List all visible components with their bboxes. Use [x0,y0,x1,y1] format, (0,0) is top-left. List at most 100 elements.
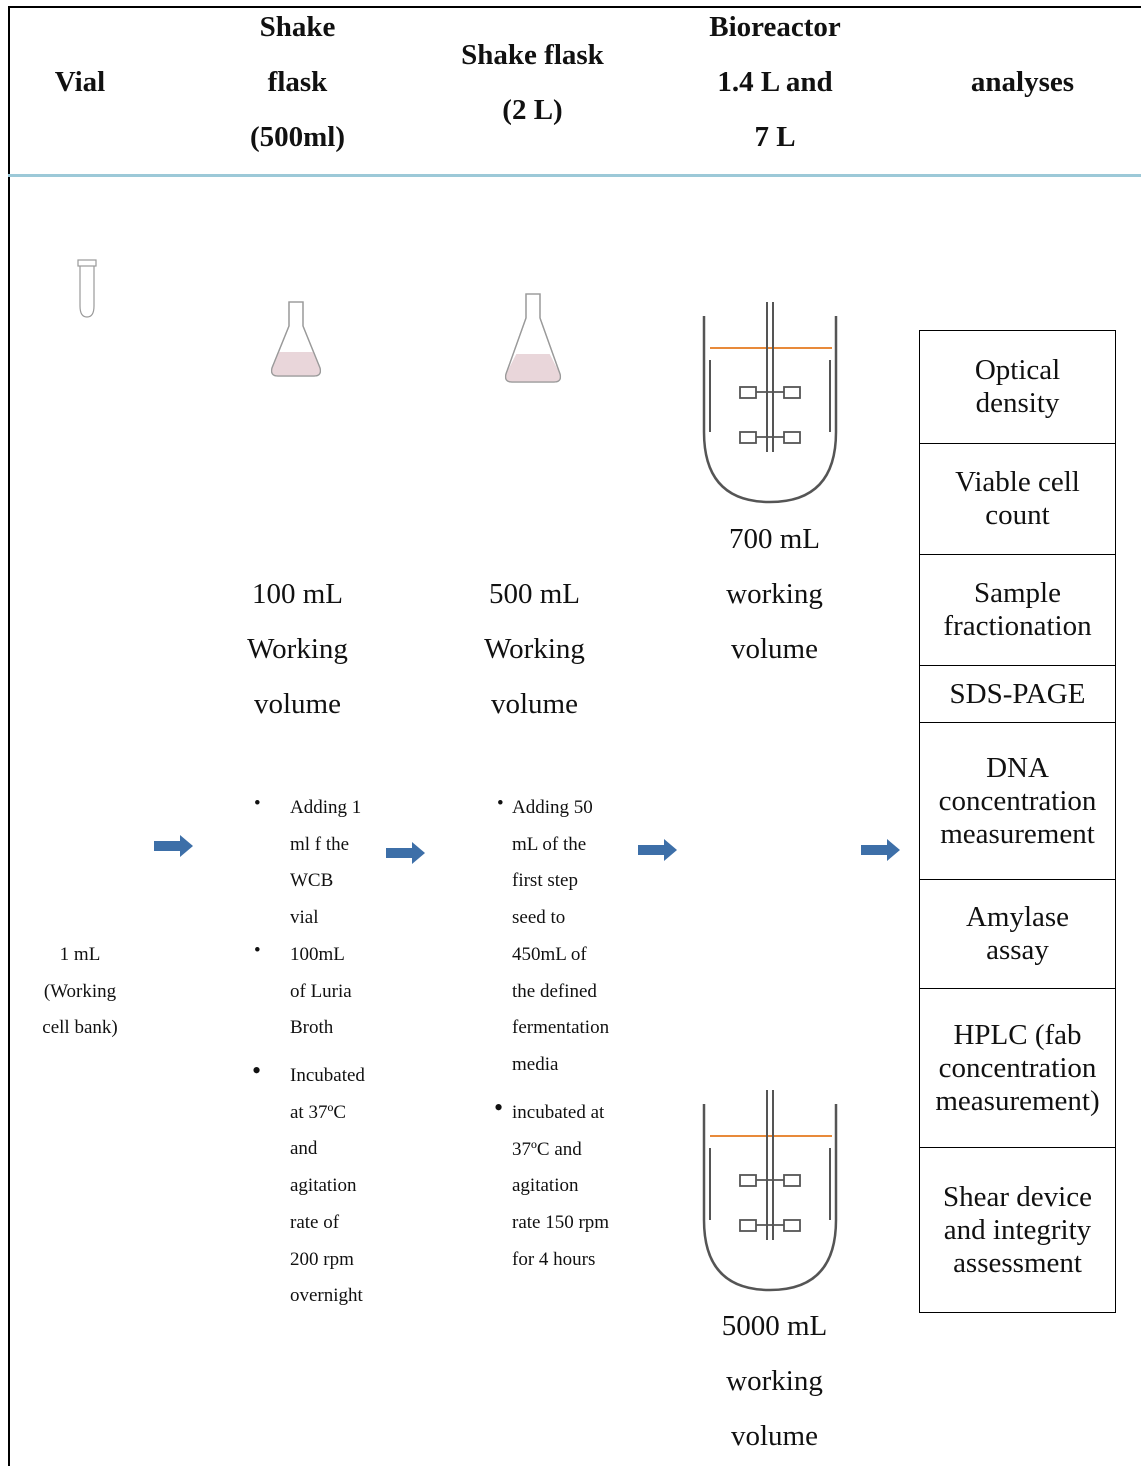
step-line: of Luria [290,980,352,1002]
frame-top-border [8,6,1141,8]
step-line: and [290,1138,318,1160]
volume-line: working [726,578,823,610]
volume-line: volume [254,688,341,720]
flask-icon [504,293,562,383]
bullet-marker: • [254,793,261,814]
volume-line: volume [731,633,818,665]
analysis-line: assay [986,934,1049,966]
volume-line: 100 mL [251,578,344,610]
header-line: 1.4 L and [717,66,833,98]
vial-volume-line: cell bank) [42,1017,118,1039]
analysis-item-sample-fractionation: Sample fractionation [920,554,1115,665]
header-line: 7 L [754,121,796,153]
analysis-line: density [975,387,1060,419]
analysis-line: fractionation [943,610,1092,642]
flask-icon [270,301,322,377]
volume-line: 700 mL [728,523,821,555]
analysis-line: Viable cell [955,466,1080,498]
arrow-right-icon [154,835,193,857]
header-vial: Vial [20,55,140,110]
analysis-line: measurement) [935,1084,1100,1117]
analysis-item-amylase-assay: Amylase assay [920,879,1115,988]
step-line: overnight [290,1285,363,1307]
step-line: WCB [290,870,334,892]
step-line: mL of the [512,833,587,855]
volume-line: working [726,1365,823,1397]
step-line: Adding 1 [290,797,362,818]
step-line: fermentation [512,1017,610,1039]
step-line: first step [512,870,578,892]
vial-volume-label: 1 mL (Working cell bank) [20,937,140,1047]
header-divider [8,174,1141,177]
step-line: Broth [290,1017,334,1039]
analysis-line: count [985,499,1050,531]
analysis-line: HPLC (fab [953,1018,1082,1051]
volume-line: volume [491,688,578,720]
step-line: 37ºC and [512,1138,582,1160]
bullet-marker: • [254,940,261,961]
analysis-line: DNA [986,751,1049,784]
volume-line: 500 mL [488,578,581,610]
step-line: Adding 50 [512,797,593,818]
header-analyses: analyses [925,55,1120,110]
step-line: 100mL [290,944,345,965]
analysis-item-viable-cell-count: Viable cell count [920,443,1115,554]
step-line: Incubated [290,1065,365,1086]
analysis-line: measurement [940,817,1095,850]
volume-line: Working [484,633,585,665]
step-line: at 37ºC [290,1101,347,1123]
header-line: Bioreactor [709,11,841,43]
step-line: vial [290,907,319,929]
volume-line: volume [731,1420,818,1452]
analysis-line: concentration [938,784,1097,817]
bioreactor-icon [702,1090,838,1292]
step-line: 450mL of [512,943,587,965]
header-bioreactor: Bioreactor 1.4 L and 7 L [680,0,870,165]
analysis-line: concentration [938,1051,1097,1084]
step-line: rate 150 rpm [512,1212,610,1234]
analysis-item-optical-density: Optical density [920,331,1115,443]
analysis-line: Amylase [965,901,1070,933]
flask1-step-1: Adding 1 ml f the WCB vial [290,790,361,937]
header-line: Shake flask [461,39,604,71]
analysis-item-hplc: HPLC (fab concentration measurement) [920,988,1115,1147]
step-line: media [512,1053,559,1075]
step-line: seed to [512,907,566,929]
bioreactor-small-volume-label: 700 mL working volume [677,512,872,677]
arrow-right-icon [638,839,677,861]
arrow-right-icon [861,839,900,861]
bullet-marker: • [494,1093,504,1122]
step-line: 200 rpm [290,1248,354,1270]
analysis-item-sds-page: SDS-PAGE [920,665,1115,722]
analysis-line: Optical [974,354,1061,386]
step-line: for 4 hours [512,1248,596,1270]
flask1-step-3: Incubated at 37ºC and agitation rate of … [290,1058,365,1315]
step-line: rate of [290,1211,340,1233]
analysis-line: and integrity [943,1213,1092,1246]
analysis-item-shear-device: Shear device and integrity assessment [920,1147,1115,1312]
step-line: ml f the [290,833,350,855]
volume-line: 5000 mL [721,1310,828,1342]
analyses-list: Optical density Viable cell count Sample… [919,330,1116,1313]
header-shake-flask-500: Shake flask (500ml) [200,0,395,165]
header-line: (2 L) [502,94,563,126]
header-line: analyses [970,66,1075,98]
step-line: the defined [512,980,597,1002]
bioreactor-large-volume-label: 5000 mL working volume [677,1299,872,1464]
bullet-marker: • [252,1056,262,1085]
analysis-line: Sample [974,577,1061,609]
header-line: Shake [259,11,336,43]
analysis-line: assessment [953,1246,1082,1279]
flask1-volume-label: 100 mL Working volume [200,567,395,732]
flask2-step-1: Adding 50 mL of the first step seed to 4… [512,790,609,1084]
arrow-right-icon [386,842,425,864]
step-line: agitation [290,1175,357,1197]
vial-volume-line: 1 mL [59,944,101,965]
step-line: agitation [512,1175,579,1197]
flask1-step-2: 100mL of Luria Broth [290,937,352,1047]
volume-line: Working [247,633,348,665]
bioreactor-icon [702,302,838,504]
header-vial-text: Vial [54,66,106,98]
bullet-marker: • [497,793,504,814]
header-line: (500ml) [249,121,346,153]
